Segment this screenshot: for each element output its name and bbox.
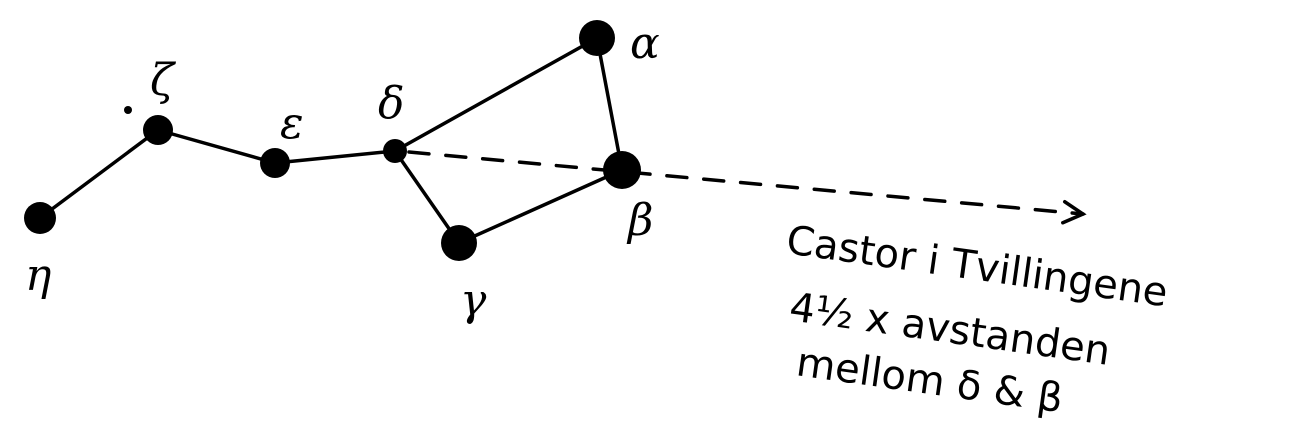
star-eta (24, 202, 56, 234)
line-alpha-beta (595, 36, 624, 172)
star-epsilon (260, 148, 290, 178)
line-eta-zeta (38, 128, 160, 220)
line-delta-alpha (393, 36, 599, 153)
star-gamma (441, 225, 477, 261)
zeta-companion-dot (124, 106, 132, 114)
arrowhead-icon (1061, 199, 1087, 225)
label-gamma: γ (460, 275, 487, 326)
star-alpha (579, 20, 615, 56)
dashed-pointer-line (407, 150, 1085, 216)
star-beta (603, 151, 641, 189)
label-delta: δ (378, 78, 405, 129)
direction-pointer (407, 150, 1087, 225)
label-alpha: α (630, 18, 660, 69)
label-epsilon: ε (280, 98, 304, 149)
label-eta: η (25, 250, 51, 301)
label-zeta: ζ (150, 55, 177, 106)
label-beta: β (626, 195, 653, 246)
star-delta (383, 139, 407, 163)
star-labels: α β γ δ ε ζ η (25, 18, 660, 326)
connection-lines (38, 36, 624, 245)
line-zeta-epsilon (156, 128, 277, 165)
star-zeta (143, 115, 173, 145)
line-gamma-delta (393, 149, 461, 245)
line-epsilon-delta (273, 149, 397, 165)
line-beta-gamma (457, 168, 624, 245)
annotation-note: Castor i Tvillingene 4½ x avstanden mell… (784, 217, 1171, 422)
stars (24, 20, 641, 261)
